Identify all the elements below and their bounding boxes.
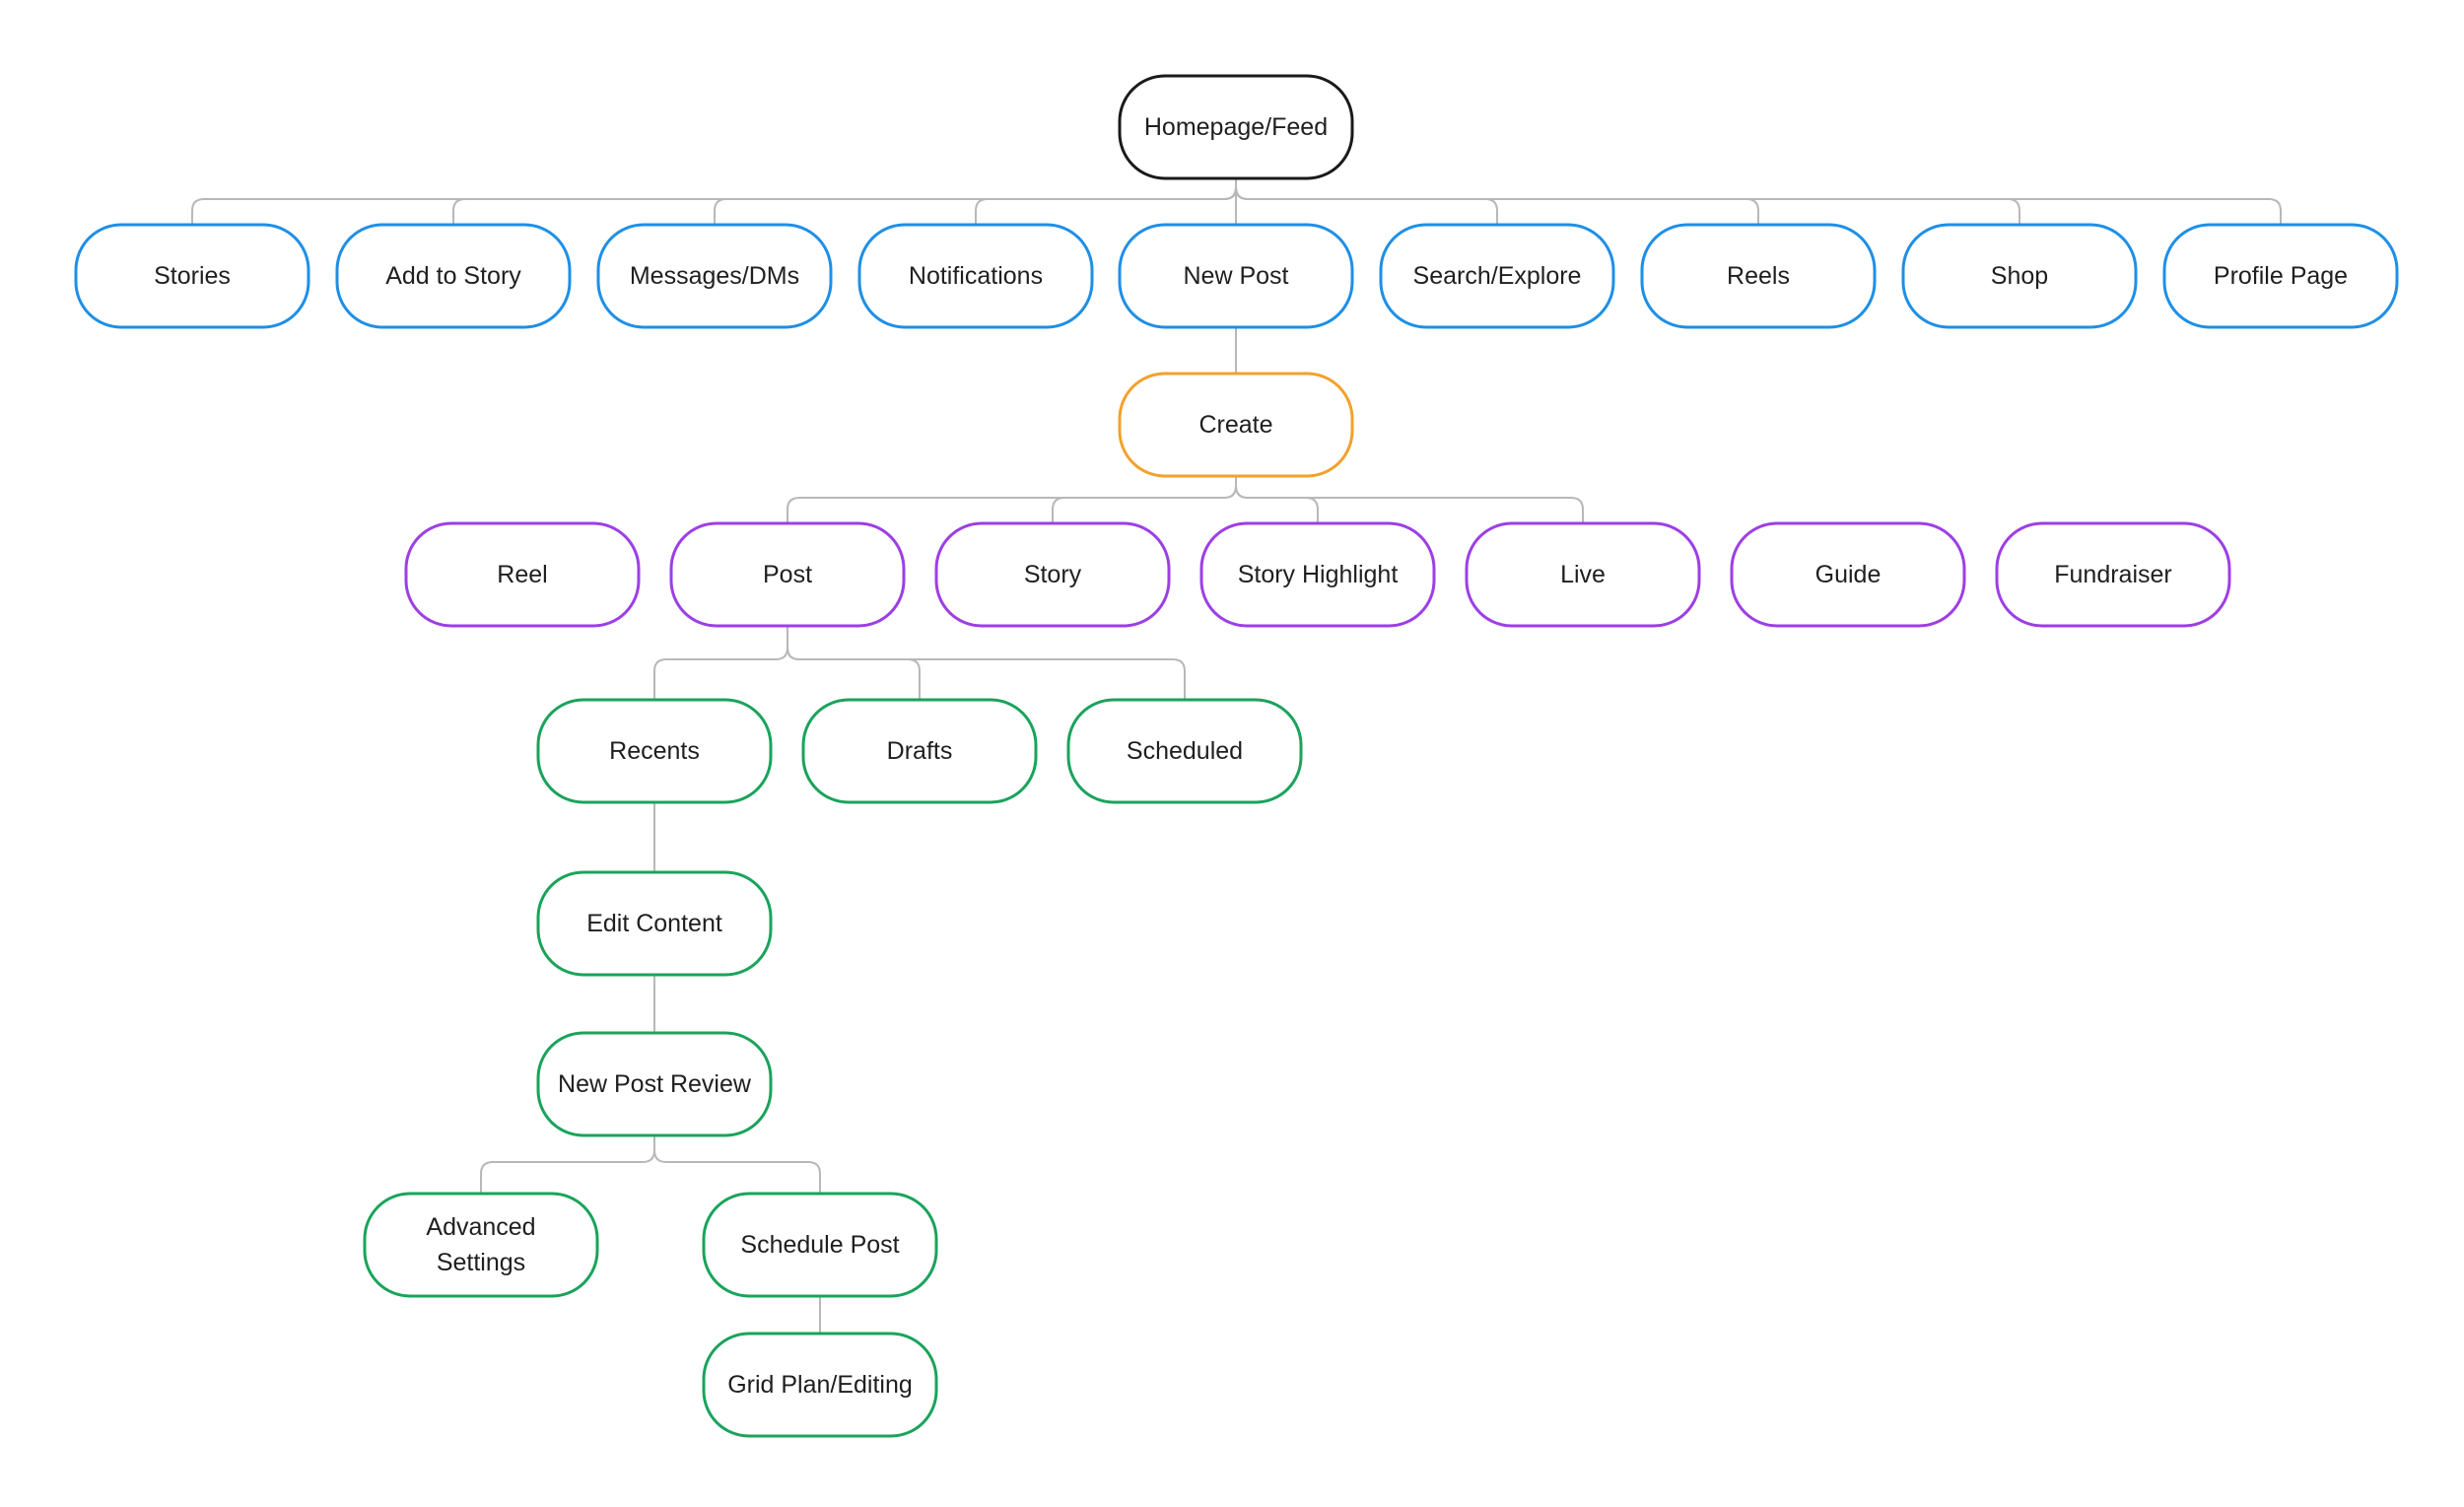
- node-label-post: Post: [763, 561, 812, 588]
- connector-create-to-post: [787, 485, 1237, 523]
- node-box-stories: [74, 223, 310, 329]
- connector-create-to-story-highlight: [1235, 485, 1319, 523]
- connector-create-to-live: [1235, 485, 1584, 523]
- connector-post-to-drafts: [787, 647, 921, 700]
- node-reels: Reels: [1640, 223, 1877, 329]
- node-messages-dms: Messages/DMs: [596, 223, 833, 329]
- node-edit-content: Edit Content: [536, 870, 773, 977]
- node-recents: Recents: [536, 698, 773, 804]
- node-box-edit-content: [536, 870, 773, 977]
- node-box-add-to-story: [335, 223, 572, 329]
- node-label-recents: Recents: [609, 737, 700, 765]
- node-label-schedule-post: Schedule Post: [740, 1231, 899, 1259]
- node-label-reels: Reels: [1727, 262, 1790, 290]
- node-box-schedule-post: [702, 1192, 938, 1298]
- node-box-story-highlight: [1199, 521, 1436, 628]
- node-label-add-to-story: Add to Story: [385, 262, 521, 290]
- node-shop: Shop: [1901, 223, 2138, 329]
- node-create: Create: [1118, 372, 1354, 478]
- connector-homepage-feed-to-profile-page: [1235, 186, 2282, 225]
- connector-homepage-feed-to-shop: [1235, 186, 2020, 225]
- node-box-live: [1465, 521, 1701, 628]
- node-stories: Stories: [74, 223, 310, 329]
- node-label-story: Story: [1024, 561, 1082, 588]
- node-label-notifications: Notifications: [909, 262, 1043, 290]
- node-label-advanced-settings-line-1: Advanced: [426, 1213, 535, 1241]
- node-label-reel: Reel: [497, 561, 547, 588]
- connector-new-post-review-to-advanced-settings: [480, 1149, 655, 1194]
- node-label-profile-page: Profile Page: [2214, 262, 2348, 290]
- node-label-stories: Stories: [154, 262, 231, 290]
- node-notifications: Notifications: [857, 223, 1094, 329]
- node-grid-plan-editing: Grid Plan/Editing: [702, 1332, 938, 1438]
- node-story-highlight: Story Highlight: [1199, 521, 1436, 628]
- node-label-create: Create: [1198, 411, 1272, 439]
- node-box-scheduled: [1066, 698, 1303, 804]
- node-profile-page: Profile Page: [2162, 223, 2399, 329]
- node-box-homepage-feed: [1118, 74, 1354, 180]
- node-label-messages-dms: Messages/DMs: [630, 262, 799, 290]
- node-label-story-highlight: Story Highlight: [1238, 561, 1399, 588]
- node-add-to-story: Add to Story: [335, 223, 572, 329]
- node-box-notifications: [857, 223, 1094, 329]
- node-scheduled: Scheduled: [1066, 698, 1303, 804]
- connector-homepage-feed-to-notifications: [975, 186, 1237, 225]
- node-label-search-explore: Search/Explore: [1413, 262, 1582, 290]
- node-new-post-review: New Post Review: [536, 1031, 773, 1137]
- connector-homepage-feed-to-search-explore: [1235, 186, 1498, 225]
- node-box-create: [1118, 372, 1354, 478]
- node-box-messages-dms: [596, 223, 833, 329]
- node-box-new-post-review: [536, 1031, 773, 1137]
- connector-lines: [191, 178, 2282, 1334]
- node-label-fundraiser: Fundraiser: [2054, 561, 2172, 588]
- node-label-advanced-settings-line-2: Settings: [437, 1249, 525, 1276]
- node-schedule-post: Schedule Post: [702, 1192, 938, 1298]
- node-label-scheduled: Scheduled: [1127, 737, 1243, 765]
- node-label-guide: Guide: [1815, 561, 1882, 588]
- node-box-guide: [1730, 521, 1966, 628]
- node-guide: Guide: [1730, 521, 1966, 628]
- node-drafts: Drafts: [801, 698, 1038, 804]
- node-label-homepage-feed: Homepage/Feed: [1144, 113, 1328, 141]
- node-box-grid-plan-editing: [702, 1332, 938, 1438]
- node-box-new-post: [1118, 223, 1354, 329]
- connector-post-to-scheduled: [787, 647, 1186, 700]
- node-label-new-post: New Post: [1184, 262, 1289, 290]
- node-box-shop: [1901, 223, 2138, 329]
- node-label-drafts: Drafts: [887, 737, 953, 765]
- node-box-story: [934, 521, 1171, 628]
- node-box-post: [669, 521, 906, 628]
- node-label-new-post-review: New Post Review: [558, 1070, 752, 1098]
- node-box-search-explore: [1379, 223, 1615, 329]
- node-search-explore: Search/Explore: [1379, 223, 1615, 329]
- node-box-reels: [1640, 223, 1877, 329]
- node-box-advanced-settings: [363, 1192, 599, 1298]
- node-label-grid-plan-editing: Grid Plan/Editing: [727, 1371, 913, 1399]
- node-box-drafts: [801, 698, 1038, 804]
- node-live: Live: [1465, 521, 1701, 628]
- node-fundraiser: Fundraiser: [1995, 521, 2231, 628]
- node-box-reel: [404, 521, 641, 628]
- node-label-shop: Shop: [1991, 262, 2048, 290]
- node-post: Post: [669, 521, 906, 628]
- node-box-profile-page: [2162, 223, 2399, 329]
- connector-post-to-recents: [653, 647, 788, 700]
- node-label-live: Live: [1560, 561, 1606, 588]
- node-box-recents: [536, 698, 773, 804]
- node-box-fundraiser: [1995, 521, 2231, 628]
- node-label-edit-content: Edit Content: [586, 910, 722, 937]
- connector-create-to-story: [1052, 485, 1237, 523]
- node-reel: Reel: [404, 521, 641, 628]
- connector-homepage-feed-to-add-to-story: [452, 186, 1237, 225]
- node-story: Story: [934, 521, 1171, 628]
- node-homepage-feed: Homepage/Feed: [1118, 74, 1354, 180]
- node-new-post: New Post: [1118, 223, 1354, 329]
- connector-new-post-review-to-schedule-post: [653, 1149, 821, 1194]
